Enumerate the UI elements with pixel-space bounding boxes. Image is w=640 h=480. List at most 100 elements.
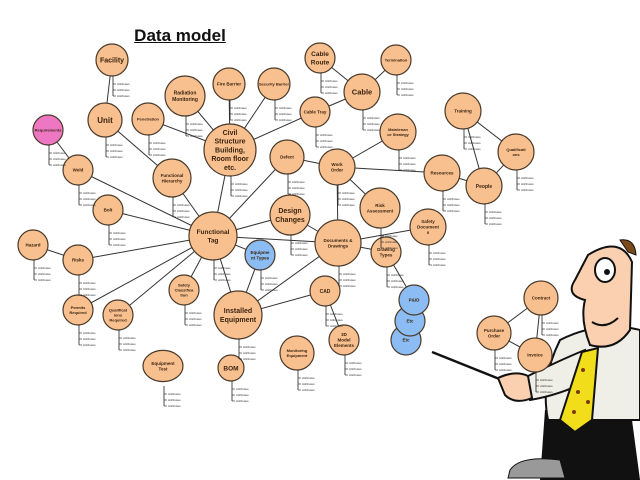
node-bom[interactable]: BOM — [217, 354, 245, 382]
node-circle[interactable] — [299, 96, 331, 128]
attribute-label: Attributes — [218, 272, 231, 276]
node-circle[interactable] — [62, 154, 94, 186]
node-circle[interactable] — [203, 123, 257, 177]
node-circle[interactable] — [17, 229, 49, 261]
node-resources[interactable]: Resources — [423, 154, 461, 192]
attribute-label: Attributes — [243, 351, 256, 355]
node-risks[interactable]: Risks — [62, 244, 94, 276]
attribute-label: Attributes — [521, 188, 534, 192]
node-circle[interactable] — [87, 102, 123, 138]
node-defect[interactable]: Defect — [269, 139, 305, 175]
node-circle[interactable] — [188, 211, 238, 261]
node-circle[interactable] — [476, 315, 512, 351]
attribute-label: Attributes — [279, 106, 292, 110]
node-circle[interactable] — [328, 324, 360, 356]
node-requirements[interactable]: Requirements — [32, 114, 64, 146]
node-facility[interactable]: Facility — [95, 43, 129, 77]
node-circle[interactable] — [370, 236, 402, 268]
node-circle[interactable] — [269, 194, 311, 236]
node-circle[interactable] — [257, 67, 291, 101]
node-circle[interactable] — [497, 133, 535, 171]
node-securitybarrier[interactable]: Security Barrier — [257, 67, 291, 101]
node-circle[interactable] — [318, 148, 356, 186]
node-cabletray[interactable]: Cable Tray — [299, 96, 331, 128]
node-pid[interactable]: P&ID — [398, 284, 430, 316]
node-circle[interactable] — [359, 187, 401, 229]
node-circle[interactable] — [131, 102, 165, 136]
node-equipmenttypes[interactable]: Equipment Types — [244, 239, 276, 271]
attribute-label: Attributes — [320, 133, 333, 137]
node-contract[interactable]: Contract — [523, 280, 559, 316]
node-circle[interactable] — [32, 114, 64, 146]
attribute-label: Attributes — [190, 122, 203, 126]
node-documents[interactable]: Documents &Drawings — [314, 219, 362, 267]
node-circle[interactable] — [517, 337, 553, 373]
node-circle[interactable] — [423, 154, 461, 192]
node-circle[interactable] — [62, 244, 94, 276]
node-circle[interactable] — [217, 354, 245, 382]
node-cad[interactable]: CAD — [309, 275, 341, 307]
node-bolt[interactable]: Bolt — [92, 194, 124, 226]
node-circle[interactable] — [92, 194, 124, 226]
node-circle[interactable] — [444, 92, 482, 130]
node-circle[interactable] — [279, 335, 315, 371]
node-termination[interactable]: Termination — [380, 44, 412, 76]
node-circle[interactable] — [152, 158, 192, 198]
node-weld[interactable]: Weld — [62, 154, 94, 186]
node-hazard[interactable]: Hazard — [17, 229, 49, 261]
node-circle[interactable] — [164, 75, 206, 117]
node-circle[interactable] — [465, 167, 503, 205]
node-firebarrier[interactable]: Fire Barrier — [212, 67, 246, 101]
node-cable[interactable]: Cable — [343, 73, 381, 111]
node-circle[interactable] — [379, 113, 417, 151]
node-label: Tag — [207, 237, 218, 244]
node-circle[interactable] — [314, 219, 362, 267]
node-invoice[interactable]: Invoice — [517, 337, 553, 373]
node-unit[interactable]: Unit — [87, 102, 123, 138]
attribute-label: Attributes — [113, 231, 126, 235]
node-circle[interactable] — [523, 280, 559, 316]
node-circle[interactable] — [142, 349, 184, 383]
node-penetration[interactable]: Penetration — [131, 102, 165, 136]
node-circle[interactable] — [409, 208, 447, 246]
node-circle[interactable] — [213, 290, 263, 340]
node-circle[interactable] — [102, 299, 134, 331]
node-circle[interactable] — [343, 73, 381, 111]
node-circle[interactable] — [62, 294, 94, 326]
node-circle[interactable] — [95, 43, 129, 77]
attribute-label: Attributes — [38, 278, 51, 282]
node-circle[interactable] — [309, 275, 341, 307]
node-circle[interactable] — [380, 44, 412, 76]
node-circle[interactable] — [168, 274, 200, 306]
node-circle[interactable] — [244, 239, 276, 271]
node-people[interactable]: People — [465, 167, 503, 205]
attribute-label: Attributes — [83, 197, 96, 201]
node-circle[interactable] — [304, 42, 336, 74]
attribute-lists: AttributesAttributesAttributesAttributes… — [33, 73, 559, 408]
node-circle[interactable] — [398, 284, 430, 316]
node-circle[interactable] — [212, 67, 246, 101]
node-circle[interactable] — [269, 139, 305, 175]
node-training[interactable]: Training — [444, 92, 482, 130]
